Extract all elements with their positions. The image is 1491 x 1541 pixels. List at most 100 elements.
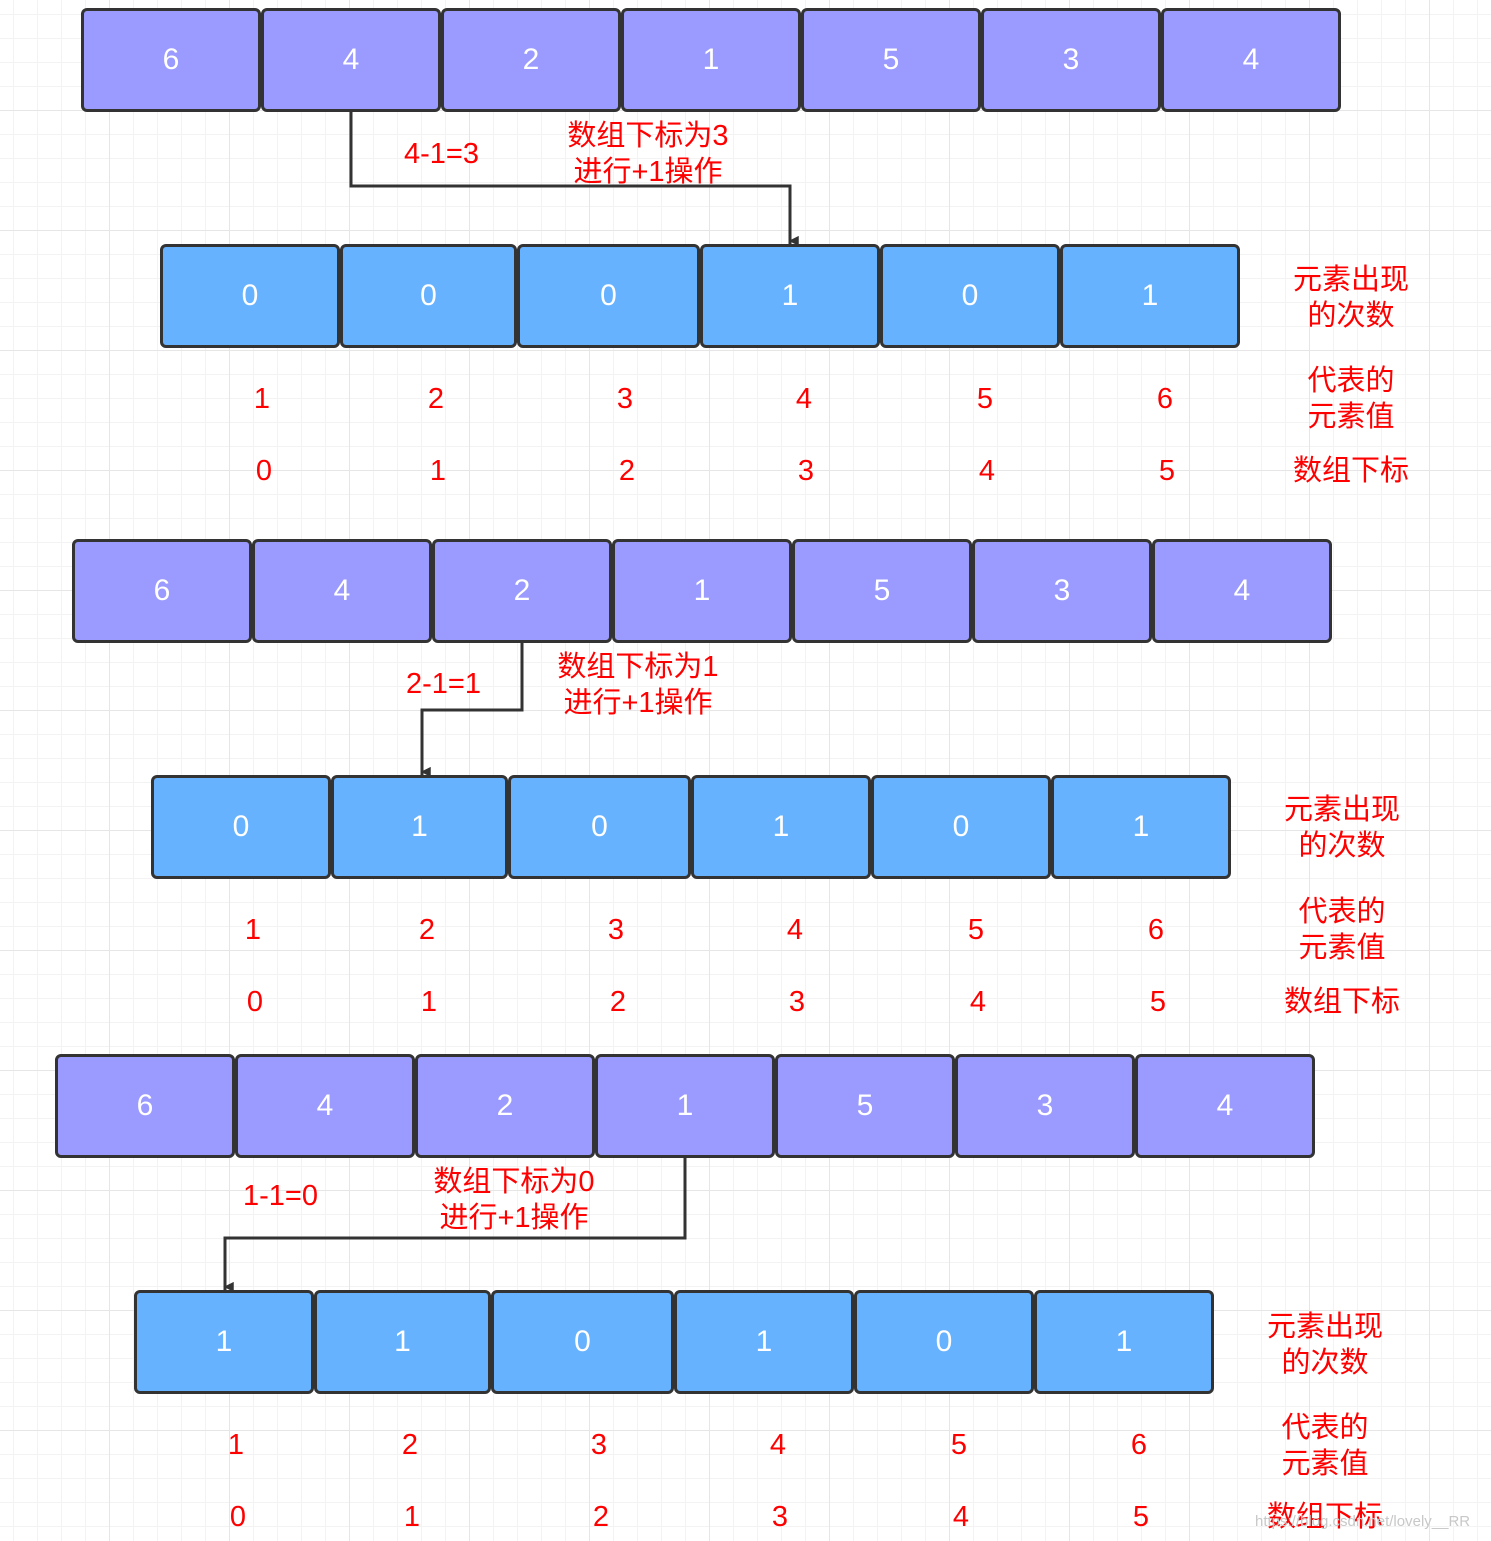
element-value-label: 1 — [227, 1429, 245, 1461]
count-array-cell: 1 — [331, 775, 508, 879]
count-array-cell: 0 — [151, 775, 331, 879]
count-array-cell: 1 — [1034, 1290, 1214, 1394]
count-array-cell: 1 — [691, 775, 871, 879]
index-row-label: 数组下标 — [1283, 986, 1400, 1018]
element-value-label: 5 — [976, 383, 994, 415]
source-array-cell: 3 — [981, 8, 1161, 112]
counts-row-label-line2: 的次数 — [1298, 830, 1386, 862]
count-array-cell: 0 — [491, 1290, 674, 1394]
source-array-cell: 1 — [595, 1054, 775, 1158]
count-array-cell: 1 — [674, 1290, 854, 1394]
source-array-cell: 6 — [72, 539, 252, 643]
watermark: https://blog.csdn.net/lovely__RR — [1255, 1513, 1471, 1530]
array-index-label: 1 — [420, 986, 438, 1018]
array-index-label: 2 — [592, 1501, 610, 1533]
source-array-cell: 6 — [55, 1054, 235, 1158]
source-array-cell: 3 — [972, 539, 1152, 643]
index-formula: 1-1=0 — [243, 1180, 318, 1212]
array-index-label: 3 — [788, 986, 806, 1018]
array-index-label: 2 — [609, 986, 627, 1018]
index-row-label: 数组下标 — [1292, 455, 1409, 487]
count-array-cell: 0 — [160, 244, 340, 348]
source-array-cell: 6 — [81, 8, 261, 112]
values-row-label-line2: 元素值 — [1307, 401, 1395, 433]
array-index-label: 3 — [797, 455, 815, 487]
element-value-label: 6 — [1156, 383, 1174, 415]
source-array-cell: 1 — [621, 8, 801, 112]
source-array-cell: 1 — [612, 539, 792, 643]
array-index-label: 1 — [403, 1501, 421, 1533]
element-value-label: 6 — [1130, 1429, 1148, 1461]
source-array-cell: 3 — [955, 1054, 1135, 1158]
count-array-cell: 1 — [314, 1290, 491, 1394]
element-value-label: 3 — [607, 914, 625, 946]
increment-note: 数组下标为0 — [433, 1166, 595, 1198]
count-array-cell: 1 — [1051, 775, 1231, 879]
array-index-label: 5 — [1158, 455, 1176, 487]
element-value-label: 4 — [786, 914, 804, 946]
count-array-cell: 0 — [871, 775, 1051, 879]
counts-row-label: 元素出现 — [1283, 794, 1400, 826]
element-value-label: 6 — [1147, 914, 1165, 946]
source-array-cell: 5 — [801, 8, 981, 112]
increment-note: 数组下标为1 — [557, 651, 719, 683]
array-index-label: 4 — [978, 455, 996, 487]
increment-note-line2: 进行+1操作 — [439, 1202, 589, 1234]
index-row-label: 数组下标 — [1266, 1501, 1383, 1533]
source-array-cell: 4 — [1161, 8, 1341, 112]
element-value-label: 3 — [590, 1429, 608, 1461]
increment-note-line2: 进行+1操作 — [573, 156, 723, 188]
values-row-label: 代表的 — [1298, 896, 1386, 928]
count-array-cell: 0 — [517, 244, 700, 348]
index-mapping-arrow — [420, 643, 524, 777]
source-array-cell: 4 — [235, 1054, 415, 1158]
source-array-cell: 4 — [1152, 539, 1332, 643]
array-index-label: 5 — [1132, 1501, 1150, 1533]
array-index-label: 2 — [618, 455, 636, 487]
source-array-cell: 2 — [432, 539, 612, 643]
source-array-cell: 4 — [261, 8, 441, 112]
element-value-label: 2 — [427, 383, 445, 415]
count-array-cell: 1 — [134, 1290, 314, 1394]
count-array-cell: 0 — [854, 1290, 1034, 1394]
count-array-cell: 0 — [880, 244, 1060, 348]
array-index-label: 5 — [1149, 986, 1167, 1018]
source-array-cell: 4 — [1135, 1054, 1315, 1158]
element-value-label: 2 — [401, 1429, 419, 1461]
increment-note-line2: 进行+1操作 — [563, 687, 713, 719]
source-array-cell: 5 — [792, 539, 972, 643]
source-array-cell: 2 — [415, 1054, 595, 1158]
array-index-label: 3 — [771, 1501, 789, 1533]
element-value-label: 1 — [253, 383, 271, 415]
element-value-label: 5 — [950, 1429, 968, 1461]
values-row-label-line2: 元素值 — [1281, 1448, 1369, 1480]
count-array-cell: 1 — [1060, 244, 1240, 348]
index-formula: 4-1=3 — [404, 138, 479, 170]
element-value-label: 5 — [967, 914, 985, 946]
array-index-label: 4 — [969, 986, 987, 1018]
count-array-cell: 0 — [508, 775, 691, 879]
counts-row-label: 元素出现 — [1266, 1311, 1383, 1343]
count-array-cell: 1 — [700, 244, 880, 348]
source-array-cell: 5 — [775, 1054, 955, 1158]
values-row-label-line2: 元素值 — [1298, 932, 1386, 964]
values-row-label: 代表的 — [1307, 365, 1395, 397]
counts-row-label-line2: 的次数 — [1307, 300, 1395, 332]
count-array-cell: 0 — [340, 244, 517, 348]
source-array-cell: 4 — [252, 539, 432, 643]
array-index-label: 1 — [429, 455, 447, 487]
index-formula: 2-1=1 — [406, 668, 481, 700]
increment-note: 数组下标为3 — [567, 120, 729, 152]
values-row-label: 代表的 — [1281, 1412, 1369, 1444]
element-value-label: 2 — [418, 914, 436, 946]
array-index-label: 0 — [246, 986, 264, 1018]
counts-row-label: 元素出现 — [1292, 264, 1409, 296]
element-value-label: 1 — [244, 914, 262, 946]
element-value-label: 4 — [795, 383, 813, 415]
array-index-label: 4 — [952, 1501, 970, 1533]
array-index-label: 0 — [255, 455, 273, 487]
source-array-cell: 2 — [441, 8, 621, 112]
array-index-label: 0 — [229, 1501, 247, 1533]
counts-row-label-line2: 的次数 — [1281, 1347, 1369, 1379]
